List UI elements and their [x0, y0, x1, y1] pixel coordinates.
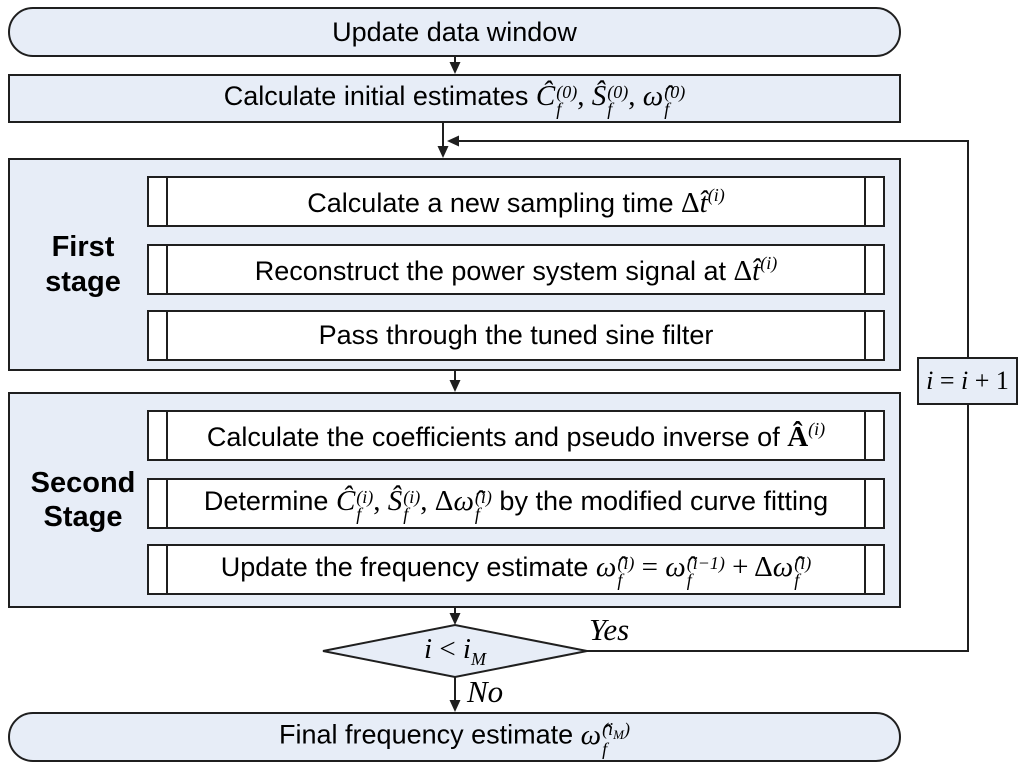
arrowhead-loop-junction	[447, 135, 459, 147]
process-initial-estimates-label: Calculate initial estimates Ĉ(0)f, Ŝ(0)f…	[223, 80, 686, 120]
process-increment-counter: i = i + 1	[917, 357, 1018, 405]
terminator-final-label: Final frequency estimate ω̂(iM)f	[279, 718, 630, 760]
stage-first: First stage Calculate a new sampling tim…	[8, 158, 901, 371]
decision-condition: i < iM	[424, 632, 486, 669]
subprocess-curve-fitting-label: Determine Ĉ(i)f, Ŝ(i)f, Δω̂(i)f by the m…	[203, 485, 829, 525]
edge-label-no: No	[467, 674, 504, 709]
decision-diamond-shape	[322, 623, 588, 679]
arrowhead-final	[449, 700, 461, 712]
subprocess-frequency-update: Update the frequency estimate ω̂(i)f = ω…	[147, 544, 885, 595]
stage-first-title: First stage	[45, 231, 121, 298]
decision-iteration-check: i < iM	[355, 627, 555, 675]
terminator-update-data-window: Update data window	[8, 7, 901, 57]
arrowhead-stage2	[449, 380, 461, 392]
edge-label-yes: Yes	[589, 612, 630, 647]
subprocess-new-sampling-time-label: Calculate a new sampling time Δt̂(i)	[307, 184, 725, 219]
subprocess-coefficients-pseudo-inverse: Calculate the coefficients and pseudo in…	[147, 410, 885, 461]
subprocess-modified-curve-fitting: Determine Ĉ(i)f, Ŝ(i)f, Δω̂(i)f by the m…	[147, 478, 885, 529]
increment-expression: i = i + 1	[926, 366, 1009, 395]
terminator-final-estimate: Final frequency estimate ω̂(iM)f	[8, 712, 901, 762]
arrowhead-init	[449, 62, 461, 74]
subprocess-tuned-sine-filter-label: Pass through the tuned sine filter	[318, 320, 714, 350]
subprocess-reconstruct-signal-label: Reconstruct the power system signal at Δ…	[254, 252, 778, 287]
terminator-update-label: Update data window	[332, 16, 577, 47]
process-initial-estimates: Calculate initial estimates Ĉ(0)f, Ŝ(0)f…	[8, 74, 901, 123]
arrowhead-stage1	[437, 146, 449, 158]
subprocess-coefficients-label: Calculate the coefficients and pseudo in…	[206, 418, 826, 453]
stage-second: Second Stage Calculate the coefficients …	[8, 392, 901, 608]
subprocess-new-sampling-time: Calculate a new sampling time Δt̂(i)	[147, 176, 885, 227]
subprocess-frequency-update-label: Update the frequency estimate ω̂(i)f = ω…	[220, 551, 812, 591]
subprocess-reconstruct-signal: Reconstruct the power system signal at Δ…	[147, 244, 885, 295]
arrowhead-decision	[449, 613, 461, 625]
subprocess-tuned-sine-filter: Pass through the tuned sine filter	[147, 310, 885, 361]
stage-second-title: Second Stage	[30, 466, 136, 533]
